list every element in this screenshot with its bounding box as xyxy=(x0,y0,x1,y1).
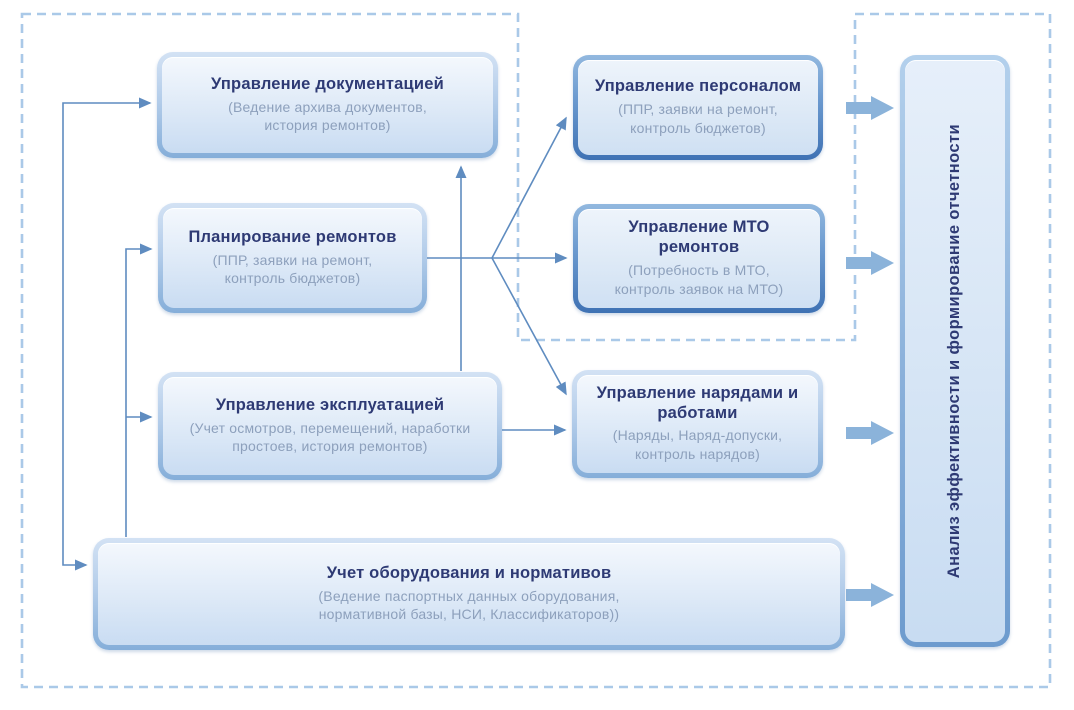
subtitle-line: контроль нарядов) xyxy=(634,446,760,463)
box-title: Управление нарядами и работами xyxy=(596,383,799,422)
box-subtitle: (ППР, заявки на ремонт, контроль бюджето… xyxy=(618,100,778,138)
box-operation-management: Управление эксплуатацией (Учет осмотров,… xyxy=(158,372,502,480)
subtitle-line: (ППР, заявки на ремонт, xyxy=(618,101,778,117)
box-body: Планирование ремонтов (ППР, заявки на ре… xyxy=(163,208,422,308)
box-subtitle: (Наряды, Наряд-допуски, контроль нарядов… xyxy=(613,426,783,464)
box-title: Учет оборудования и нормативов xyxy=(326,563,612,582)
subtitle-line: контроль заявок на МТО) xyxy=(614,280,784,297)
box-title: Управление документацией xyxy=(211,74,444,93)
box-body: Управление нарядами и работами (Наряды, … xyxy=(577,375,818,473)
box-title: Анализ эффективности и формирование отче… xyxy=(945,123,964,579)
box-equipment-accounting: Учет оборудования и нормативов (Ведение … xyxy=(93,538,845,650)
box-subtitle: (Ведение архива документов, история ремо… xyxy=(228,98,427,136)
subtitle-line: нормативной базы, НСИ, Классификаторов)) xyxy=(318,606,620,623)
box-body: Управление МТО ремонтов (Потребность в М… xyxy=(578,209,820,308)
box-body: Учет оборудования и нормативов (Ведение … xyxy=(98,543,840,645)
connector-planning-to-work-orders xyxy=(491,257,567,396)
box-repair-planning: Планирование ремонтов (ППР, заявки на ре… xyxy=(158,203,427,313)
box-work-orders-management: Управление нарядами и работами (Наряды, … xyxy=(572,370,823,478)
block-arrow-equipment-to-analysis-icon xyxy=(846,583,894,607)
box-body: Управление документацией (Ведение архива… xyxy=(162,57,493,153)
subtitle-line: (Потребность в МТО, xyxy=(628,261,770,278)
subtitle-line: (Учет осмотров, перемещений, наработки xyxy=(189,419,471,436)
box-body: Управление эксплуатацией (Учет осмотров,… xyxy=(163,377,497,475)
subtitle-line: (ППР, заявки на ремонт, xyxy=(212,251,373,268)
subtitle-line: (Ведение паспортных данных оборудования, xyxy=(318,587,620,604)
connector-equipment-to-planning xyxy=(125,243,153,537)
box-subtitle: (ППР, заявки на ремонт, контроль бюджето… xyxy=(213,251,373,289)
system-boundary-dashed-border xyxy=(20,12,1052,689)
box-personnel-management: Управление персоналом (ППР, заявки на ре… xyxy=(573,55,823,160)
connector-documents-to-equipment xyxy=(62,330,88,571)
connector-equipment-to-documents xyxy=(62,97,152,330)
box-title: Управление эксплуатацией xyxy=(215,395,445,414)
box-subtitle: (Учет осмотров, перемещений, наработки п… xyxy=(190,419,471,457)
block-arrow-work-orders-to-analysis-icon xyxy=(846,421,894,445)
subtitle-line: простоев, история ремонтов) xyxy=(232,438,428,455)
box-title: Управление МТО ремонтов xyxy=(628,218,770,257)
box-subtitle: (Потребность в МТО, контроль заявок на М… xyxy=(615,261,784,299)
connector-planning-to-personnel xyxy=(491,116,567,259)
subtitle-line: (Наряды, Наряд-допуски, xyxy=(612,427,783,444)
box-analysis-reporting: Анализ эффективности и формирование отче… xyxy=(900,55,1010,647)
box-body: Анализ эффективности и формирование отче… xyxy=(905,60,1005,642)
box-document-management: Управление документацией (Ведение архива… xyxy=(157,52,498,158)
box-title: Планирование ремонтов xyxy=(188,227,397,246)
box-body: Управление персоналом (ППР, заявки на ре… xyxy=(578,60,818,155)
block-arrow-personnel-to-analysis-icon xyxy=(846,96,894,120)
subtitle-line: контроль бюджетов) xyxy=(630,119,766,136)
subtitle-line: (Ведение архива документов, xyxy=(228,98,427,115)
box-title: Управление персоналом xyxy=(594,77,802,96)
subtitle-line: история ремонтов) xyxy=(264,117,391,134)
box-subtitle: (Ведение паспортных данных оборудования,… xyxy=(318,587,619,625)
box-mto-management: Управление МТО ремонтов (Потребность в М… xyxy=(573,204,825,313)
block-arrow-mto-to-analysis-icon xyxy=(846,251,894,275)
subtitle-line: контроль бюджетов) xyxy=(224,270,361,287)
